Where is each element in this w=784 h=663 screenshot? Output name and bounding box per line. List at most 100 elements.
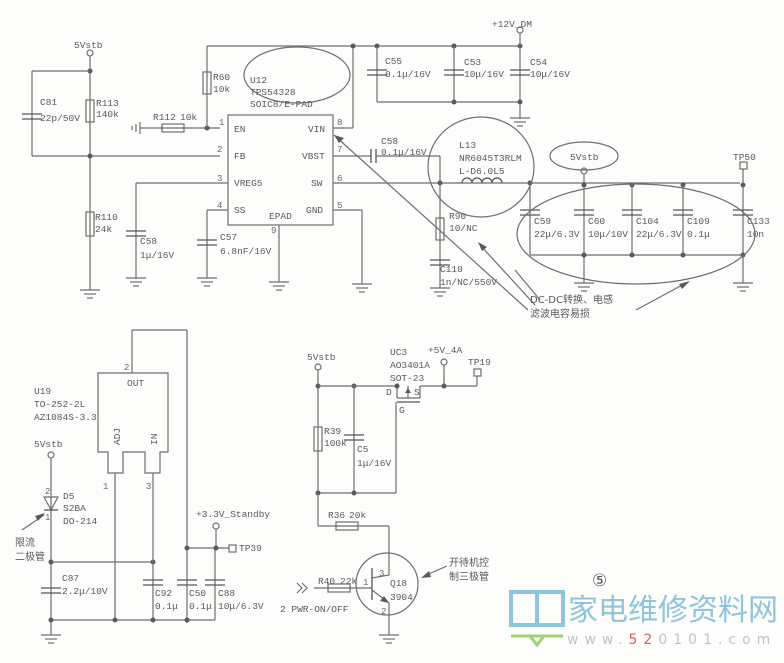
r90-ref: R90 xyxy=(449,211,466,222)
c81-ref: C81 xyxy=(40,97,57,108)
5vstb-highlight-ellipse xyxy=(549,141,619,171)
watermark-url-rest: 0101.com xyxy=(658,632,776,648)
r112-resistor xyxy=(161,123,185,133)
c58a-ref: C58 xyxy=(140,236,157,247)
r113-resistor xyxy=(85,99,95,123)
uc3-pin-g: G xyxy=(399,405,405,416)
rail-5v-4a-label: +5V_4A xyxy=(428,345,463,356)
q18-ref: Q18 xyxy=(390,578,407,589)
c110-ref: C110 xyxy=(440,264,463,275)
u12-pin3-num: 3 xyxy=(217,174,222,184)
u12-pin-en: EN xyxy=(234,124,245,135)
tp39-testpoint xyxy=(228,544,237,553)
c57-ref: C57 xyxy=(220,232,237,243)
tp19-label: TP19 xyxy=(468,357,491,368)
u19-pin-adj: ADJ xyxy=(112,428,123,445)
c59-ref: C59 xyxy=(534,216,551,227)
c104-ref: C104 xyxy=(636,216,659,227)
uc3-part: AO3401A xyxy=(390,360,430,371)
ground-icon xyxy=(732,282,754,292)
d5-part: S2BA xyxy=(63,503,86,514)
u12-pin1-num: 1 xyxy=(219,118,224,128)
u12-pin-fb: FB xyxy=(234,151,246,162)
u19-ref: U19 xyxy=(34,386,51,397)
r60-ref: R60 xyxy=(213,72,230,83)
r36-resistor xyxy=(335,521,359,531)
u19-part: AZ1084S-3.3 xyxy=(34,412,97,423)
d5-package: DO-214 xyxy=(63,516,98,527)
u19-pin3-num: 3 xyxy=(146,482,151,492)
ground-icon xyxy=(125,277,147,287)
c54-value: 10μ/16V xyxy=(530,69,570,80)
pwr-on-off-label: 2 PWR-ON/OFF xyxy=(280,604,349,615)
r36-ref: R36 xyxy=(328,510,345,521)
note-q18-line1: 开待机控 xyxy=(449,556,489,569)
note-diode-line2: 二极管 xyxy=(15,550,45,563)
r110-resistor xyxy=(85,211,95,237)
u12-pin4-num: 4 xyxy=(217,201,222,211)
tp50-label: TP50 xyxy=(733,152,756,163)
c55-ref: C55 xyxy=(385,56,402,67)
u12-pin-gnd: GND xyxy=(306,205,323,216)
rail-3v3-standby-label: +3.3V_Standby xyxy=(196,509,270,520)
u12-buck-section: 5Vstb C81 22p/50V R113 140k R110 24k R11… xyxy=(21,19,770,320)
watermark-url-accent: 52 xyxy=(629,632,659,648)
ground-icon xyxy=(509,117,531,127)
u12-package: SOIC8/E-PAD xyxy=(250,99,313,110)
ground-icon xyxy=(429,287,451,297)
uc3-pin-s: S xyxy=(414,387,420,398)
ground-icon xyxy=(79,289,101,299)
c88-value: 10μ/6.3V xyxy=(218,601,264,612)
ground-icon xyxy=(378,634,400,644)
c50-value: 0.1μ xyxy=(189,601,212,612)
l13-value: L-D6.0L5 xyxy=(459,166,505,177)
watermark: ⑤ 家电维修资料网 www.520101.com xyxy=(509,571,778,648)
c81-value: 22p/50V xyxy=(40,113,80,124)
u12-pin8-num: 8 xyxy=(337,118,342,128)
c60-ref: C60 xyxy=(588,216,605,227)
u12-part: TPS54328 xyxy=(250,87,296,98)
r60-resistor xyxy=(202,71,212,95)
u12-pin9-num: 9 xyxy=(271,226,276,236)
tp39-label: TP39 xyxy=(239,543,262,554)
r39-ref: R39 xyxy=(324,426,341,437)
r110-value: 24k xyxy=(95,224,112,235)
ground-icon xyxy=(40,634,62,644)
q18-part: 3904 xyxy=(390,592,413,603)
l13-highlight-ellipse xyxy=(427,116,535,218)
c60-value: 10μ/10V xyxy=(588,229,628,240)
tp19-testpoint xyxy=(473,368,482,377)
c50-ref: C50 xyxy=(189,588,206,599)
ground-icon xyxy=(573,282,595,292)
note-diode-line1: 限流 xyxy=(15,536,35,549)
r112-value: 10k xyxy=(180,112,197,123)
ground-icon xyxy=(268,281,290,291)
r40-value: 22k xyxy=(340,576,357,587)
book-logo-icon xyxy=(509,590,565,648)
u12-pin-sw: SW xyxy=(311,178,323,189)
c53-ref: C53 xyxy=(464,57,481,68)
c92-value: 0.1μ xyxy=(155,601,178,612)
u12-pin-vbst: VBST xyxy=(302,151,325,162)
r90-value: 10/NC xyxy=(449,223,478,234)
note-q18-line2: 制三极管 xyxy=(449,570,489,583)
rail-5vstb-pmos-label: 5Vstb xyxy=(307,352,336,363)
c55-value: 0.1μ/16V xyxy=(385,69,431,80)
l13-inductor xyxy=(461,177,503,184)
u12-pin2-num: 2 xyxy=(217,145,222,155)
q18-pin-e: 2 xyxy=(381,607,386,617)
figure-number: ⑤ xyxy=(592,571,607,591)
c54-ref: C54 xyxy=(530,57,547,68)
watermark-url: www.520101.com xyxy=(567,632,776,648)
q18-pin-c: 3 xyxy=(379,569,384,579)
chassis-ground-icon xyxy=(131,122,141,134)
l13-ref: L13 xyxy=(459,140,476,151)
uc3-ref: UC3 xyxy=(390,347,407,358)
u19-pin-in: IN xyxy=(149,434,160,445)
c57-value: 6.8nF/16V xyxy=(220,246,272,257)
r113-ref: R113 xyxy=(96,98,119,109)
u12-ref: U12 xyxy=(250,75,267,86)
note-dcdc-line2: 滤波电容易损 xyxy=(530,307,590,320)
c5-ref: C5 xyxy=(357,444,369,455)
